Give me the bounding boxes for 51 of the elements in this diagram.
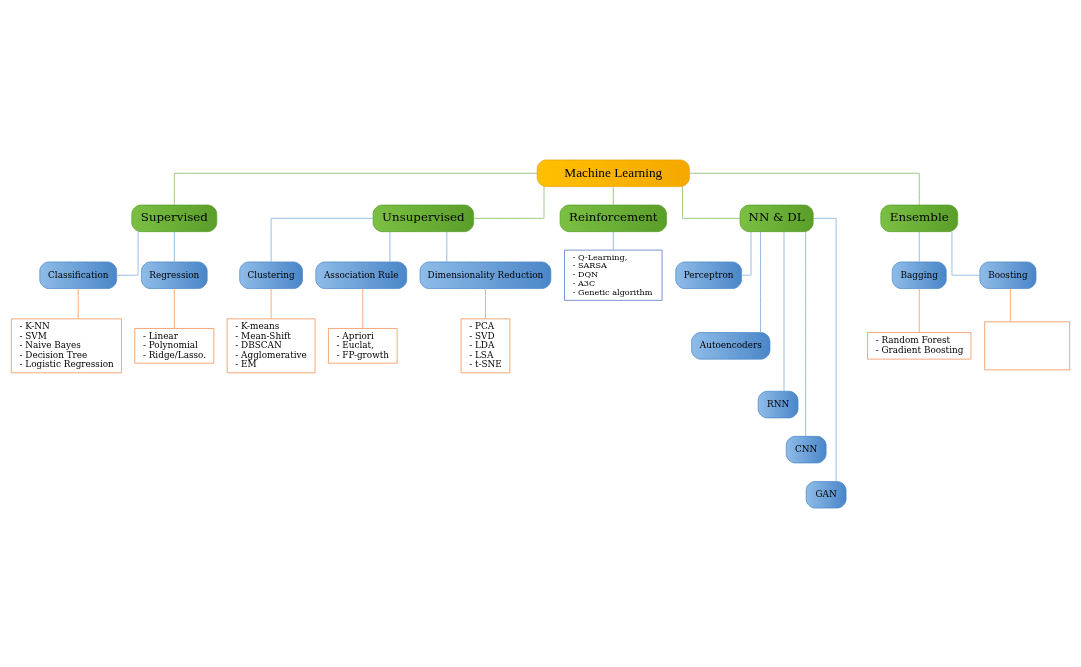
node-box: - Apriori - Euclat, - FP-growth: [328, 327, 398, 364]
connector: [362, 287, 364, 329]
connector: [116, 230, 139, 276]
node-box: - Random Forest - Gradient Boosting: [867, 331, 972, 359]
connector: [389, 230, 391, 262]
connector: [270, 287, 272, 319]
connector: [173, 172, 538, 205]
node-box: CNN: [785, 435, 827, 463]
node-box: Machine Learning: [536, 159, 690, 187]
node-box: RNN: [757, 390, 799, 418]
node-box: Boosting: [979, 261, 1037, 289]
connector: [918, 287, 920, 333]
node-box: Unsupervised: [372, 204, 474, 232]
connector: [173, 287, 175, 329]
connector: [783, 230, 785, 391]
node-box: Bagging: [891, 261, 947, 289]
node-box: - Linear - Polynomial - Ridge/Lasso.: [134, 327, 215, 364]
node-box: GAN: [805, 480, 847, 508]
connector: [689, 172, 920, 205]
node-box: - Q-Learning, - SARSA - DQN - A3C - Genetic algorithm: [564, 249, 663, 301]
connector: [812, 217, 837, 482]
node-box: Classification: [39, 261, 118, 289]
node-box: Regression: [141, 261, 208, 289]
connector: [1009, 287, 1011, 322]
node-box: Dimensionality Reduction: [419, 261, 552, 289]
connector: [473, 185, 545, 219]
connector: [918, 230, 920, 262]
node-box: - K-NN - SVM - Naive Bayes - Decision Tree - Logistic Regression: [11, 318, 122, 373]
connector: [77, 287, 79, 319]
connector: [682, 185, 741, 219]
node-box: - PCA - SVD - LDA - LSA - t-SNE: [460, 318, 511, 373]
node-box: - K-means - Mean-Shift - DBSCAN - Agglomerative - EM: [226, 318, 316, 373]
node-box: Supervised: [131, 204, 218, 232]
connector: [760, 230, 761, 333]
connector: [446, 230, 448, 262]
node-box: Reinforcement: [559, 204, 667, 232]
connector: [612, 185, 614, 205]
connector: [612, 230, 614, 250]
connector: [270, 217, 374, 262]
connector: [741, 230, 752, 276]
node-box: Association Rule: [315, 261, 408, 289]
node-box: Clustering: [239, 261, 303, 289]
connector: [805, 230, 807, 437]
node-box: Autoencoders: [691, 331, 771, 359]
connector: [173, 230, 175, 262]
connector: [951, 230, 981, 276]
node-box: NN & DL: [739, 204, 814, 232]
node-box: [984, 320, 1070, 370]
node-box: Perceptron: [675, 261, 742, 289]
node-box: Ensemble: [880, 204, 959, 232]
connector: [485, 287, 486, 319]
